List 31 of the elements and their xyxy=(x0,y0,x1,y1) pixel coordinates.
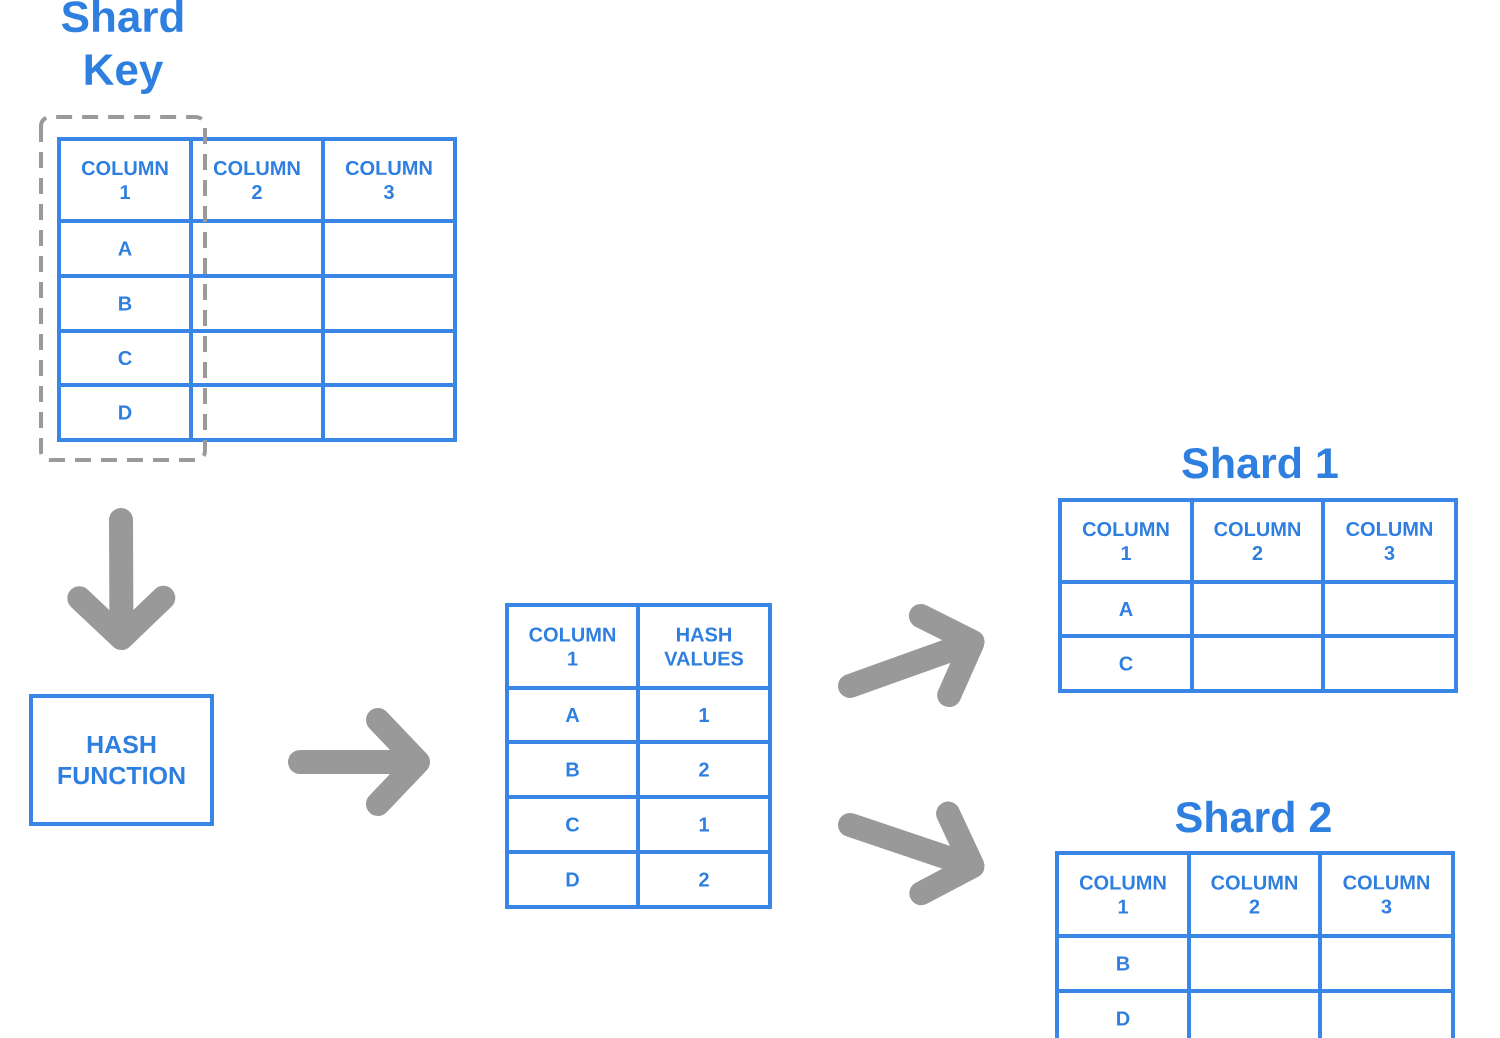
hash-value: 1 xyxy=(699,708,709,722)
row-key: A xyxy=(565,708,580,722)
row-key: D xyxy=(119,405,132,420)
row-key: A xyxy=(1119,602,1133,616)
column-header: COLUMN 1 xyxy=(529,627,616,666)
heading: Shard Key xyxy=(61,0,183,94)
hash-value: 2 xyxy=(699,872,709,887)
row-key: B xyxy=(566,762,579,777)
row-key: B xyxy=(1117,956,1130,971)
column-header: COLUMN 2 xyxy=(213,161,300,199)
column-header: COLUMN 3 xyxy=(345,160,432,200)
table-title: Shard 2 xyxy=(1175,800,1331,833)
column-header: COLUMN 2 xyxy=(1211,875,1298,914)
hash-value: 2 xyxy=(699,762,709,777)
hash-value: 1 xyxy=(699,817,709,832)
row-key: C xyxy=(118,350,132,366)
row-key: A xyxy=(118,241,132,256)
row-key: C xyxy=(1119,656,1133,671)
row-key: B xyxy=(119,296,132,311)
column-header: COLUMN 3 xyxy=(1343,875,1430,914)
column-header: COLUMN 2 xyxy=(1214,522,1301,560)
process-box: HASH FUNCTION xyxy=(29,694,214,826)
table-title: Shard 1 xyxy=(1182,446,1338,479)
column-header: COLUMN 1 xyxy=(1082,522,1169,560)
column-header: COLUMN 1 xyxy=(1079,875,1166,914)
row-key: D xyxy=(566,872,579,887)
row-key: D xyxy=(1117,1011,1130,1026)
column-header: HASH VALUES xyxy=(664,627,744,666)
column-header: COLUMN 3 xyxy=(1346,521,1433,561)
row-key: C xyxy=(566,817,580,832)
column-header: COLUMN 1 xyxy=(81,161,168,199)
